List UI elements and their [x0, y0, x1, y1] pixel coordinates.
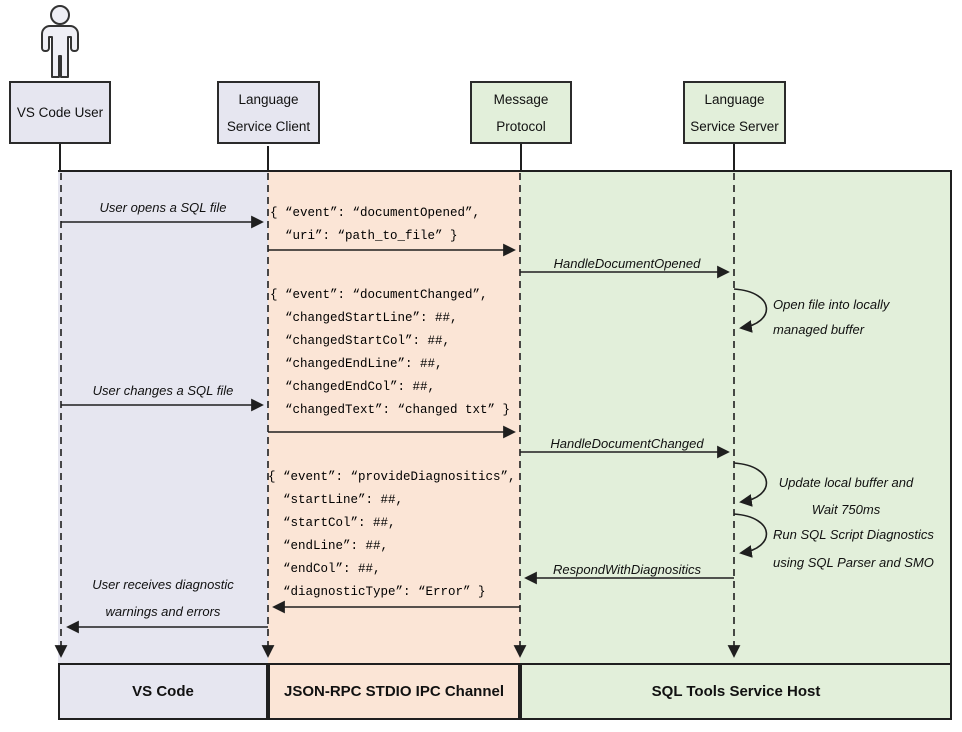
participant-label: Message Protocol — [493, 91, 549, 134]
footer-label: VS Code — [132, 683, 194, 700]
note-update-buffer-wait: Update local buffer and Wait 750ms — [778, 475, 914, 517]
person-actor-icon — [41, 5, 79, 78]
footer-box-vscode: VS Code — [58, 663, 268, 720]
footer-label: JSON-RPC STDIO IPC Channel — [283, 683, 505, 700]
participant-label: VS Code User — [16, 105, 104, 120]
participant-box-language-service-client: Language Service Client — [217, 81, 320, 144]
label-respond-with-diagnostics: RespondWithDiagnositics — [552, 562, 701, 577]
footer-box-jsonrpc-channel: JSON-RPC STDIO IPC Channel — [268, 663, 520, 720]
label-user-receives-diagnostics: User receives diagnostic warnings and er… — [92, 577, 234, 619]
header-connectors — [59, 144, 735, 171]
note-run-sql-diagnostics: Run SQL Script Diagnostics using SQL Par… — [773, 527, 934, 570]
note-open-file-buffer: Open file into locally managed buffer — [773, 297, 890, 337]
participant-box-vscode-user: VS Code User — [9, 81, 111, 144]
payload-document-opened: { “event”: “documentOpened”, “uri”: “pat… — [270, 206, 481, 243]
lane-service-host — [520, 172, 952, 663]
label-user-changes-sql-file: User changes a SQL file — [92, 383, 234, 398]
participant-label: Language Service Server — [690, 91, 779, 134]
footer-label: SQL Tools Service Host — [651, 683, 821, 700]
footer-box-sql-tools-service-host: SQL Tools Service Host — [520, 663, 952, 720]
label-handle-document-changed: HandleDocumentChanged — [550, 436, 704, 451]
participant-label: Language Service Client — [226, 91, 311, 134]
lane-vscode — [58, 172, 268, 663]
lane-ipc-channel — [268, 172, 520, 663]
label-handle-document-opened: HandleDocumentOpened — [553, 256, 701, 271]
label-user-opens-sql-file: User opens a SQL file — [99, 200, 227, 215]
payload-document-changed: { “event”: “documentChanged”, “changedSt… — [270, 288, 511, 417]
participant-box-message-protocol: Message Protocol — [470, 81, 572, 144]
participant-box-language-service-server: Language Service Server — [683, 81, 786, 144]
payload-provide-diagnostics: { “event”: “provideDiagnositics”, “start… — [268, 470, 516, 599]
